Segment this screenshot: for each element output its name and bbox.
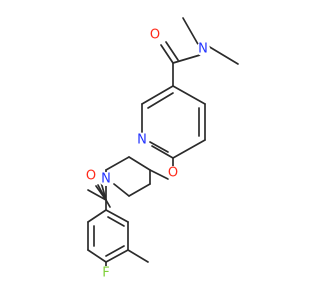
- bond: [141, 85, 174, 105]
- atom-label-background: [166, 166, 180, 180]
- bond: [207, 45, 239, 65]
- bond: [87, 189, 107, 201]
- atom-label-background: [196, 42, 210, 56]
- bond: [172, 54, 201, 64]
- bond: [182, 17, 200, 47]
- atom-n-piperidine: N: [99, 172, 113, 187]
- bond: [160, 44, 174, 64]
- bond: [87, 209, 107, 223]
- atom-label-background: [135, 133, 149, 147]
- atom-n-amide: N: [196, 42, 210, 57]
- bond: [105, 249, 129, 263]
- bond: [149, 141, 169, 153]
- atom-label-background: [99, 172, 113, 186]
- atom-label: O: [168, 166, 178, 181]
- bond: [105, 209, 129, 223]
- bond: [147, 92, 174, 109]
- atom-o-carbonyl-low: O: [84, 169, 98, 184]
- atom-o-ether: O: [166, 166, 180, 181]
- bond: [172, 139, 206, 159]
- atom-label-background: [84, 169, 98, 183]
- atom-f-fluoro: F: [99, 266, 113, 281]
- atom-label-background: [148, 28, 162, 42]
- bond-layer: [87, 17, 239, 271]
- atom-label: N: [101, 172, 111, 187]
- bond: [165, 41, 179, 61]
- bond: [128, 156, 151, 171]
- atom-label: F: [102, 266, 109, 281]
- bond: [107, 216, 125, 227]
- atom-label-background: [99, 266, 113, 280]
- bond: [113, 183, 130, 197]
- atom-n-pyridine: N: [135, 133, 149, 148]
- bond: [149, 169, 169, 180]
- atom-label: N: [137, 133, 147, 148]
- bond: [151, 145, 174, 159]
- bond: [105, 156, 130, 171]
- atom-label: O: [150, 28, 160, 43]
- atom-label: N: [198, 42, 208, 57]
- atom-o-carbonyl-top: O: [148, 28, 162, 43]
- bond: [172, 85, 206, 105]
- bond: [105, 245, 125, 257]
- bond: [127, 249, 149, 263]
- bond: [95, 185, 107, 201]
- atom-label: O: [86, 169, 96, 184]
- bond: [128, 183, 151, 197]
- bond: [87, 249, 107, 263]
